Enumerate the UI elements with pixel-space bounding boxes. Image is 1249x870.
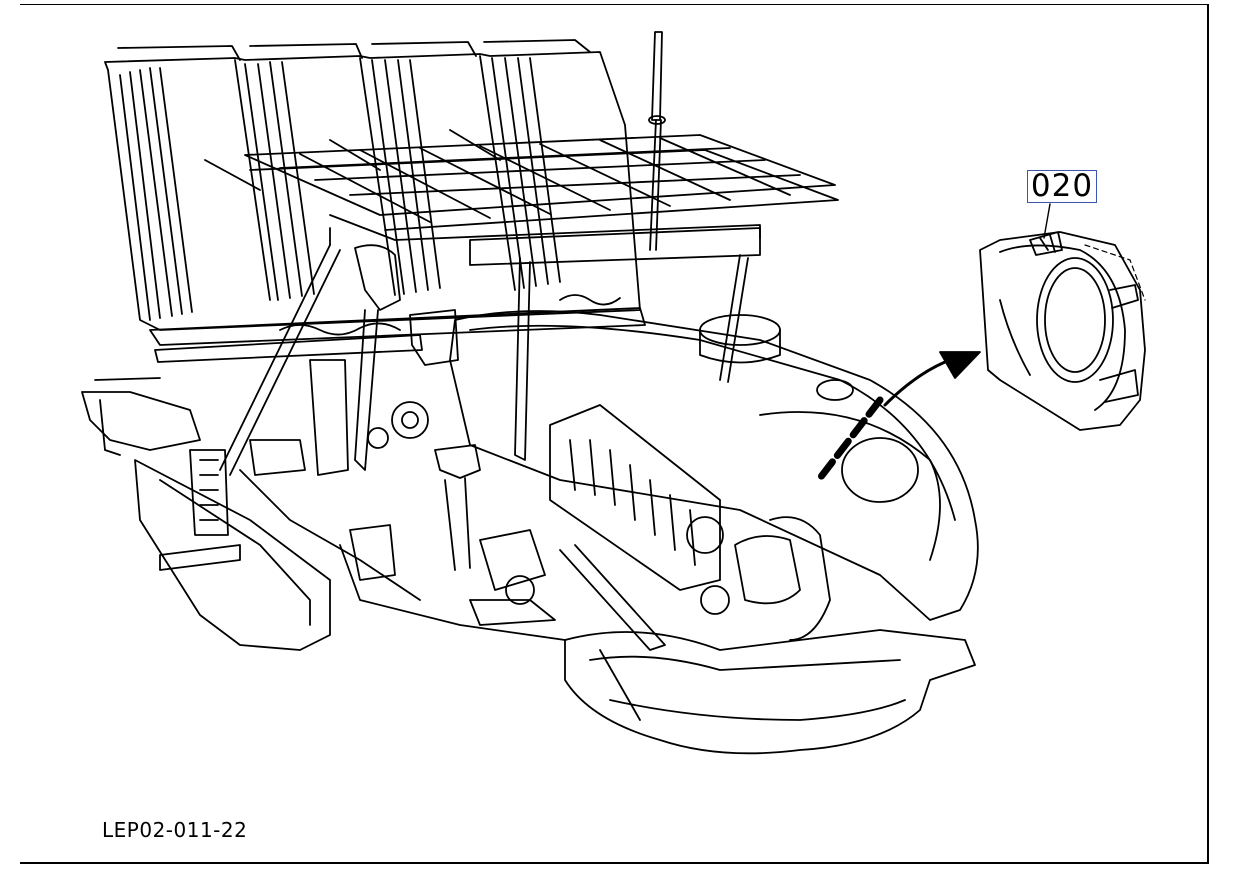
part-callout-label: 020 bbox=[1027, 170, 1097, 203]
center-mechanism bbox=[249, 244, 556, 626]
figure-code-label: LEP02-011-22 bbox=[102, 818, 248, 842]
engine-cover bbox=[549, 404, 831, 641]
drawing-frame bbox=[20, 4, 1209, 864]
control-lever bbox=[648, 31, 666, 251]
front-float bbox=[339, 544, 976, 755]
frame-top-border bbox=[20, 4, 1209, 5]
callout-leader bbox=[1043, 203, 1051, 239]
detail-part bbox=[979, 231, 1146, 431]
handle-bar bbox=[81, 377, 241, 571]
body-hood bbox=[449, 310, 979, 621]
location-marker bbox=[816, 396, 884, 482]
detail-arrow bbox=[883, 351, 981, 407]
left-float bbox=[134, 459, 421, 651]
